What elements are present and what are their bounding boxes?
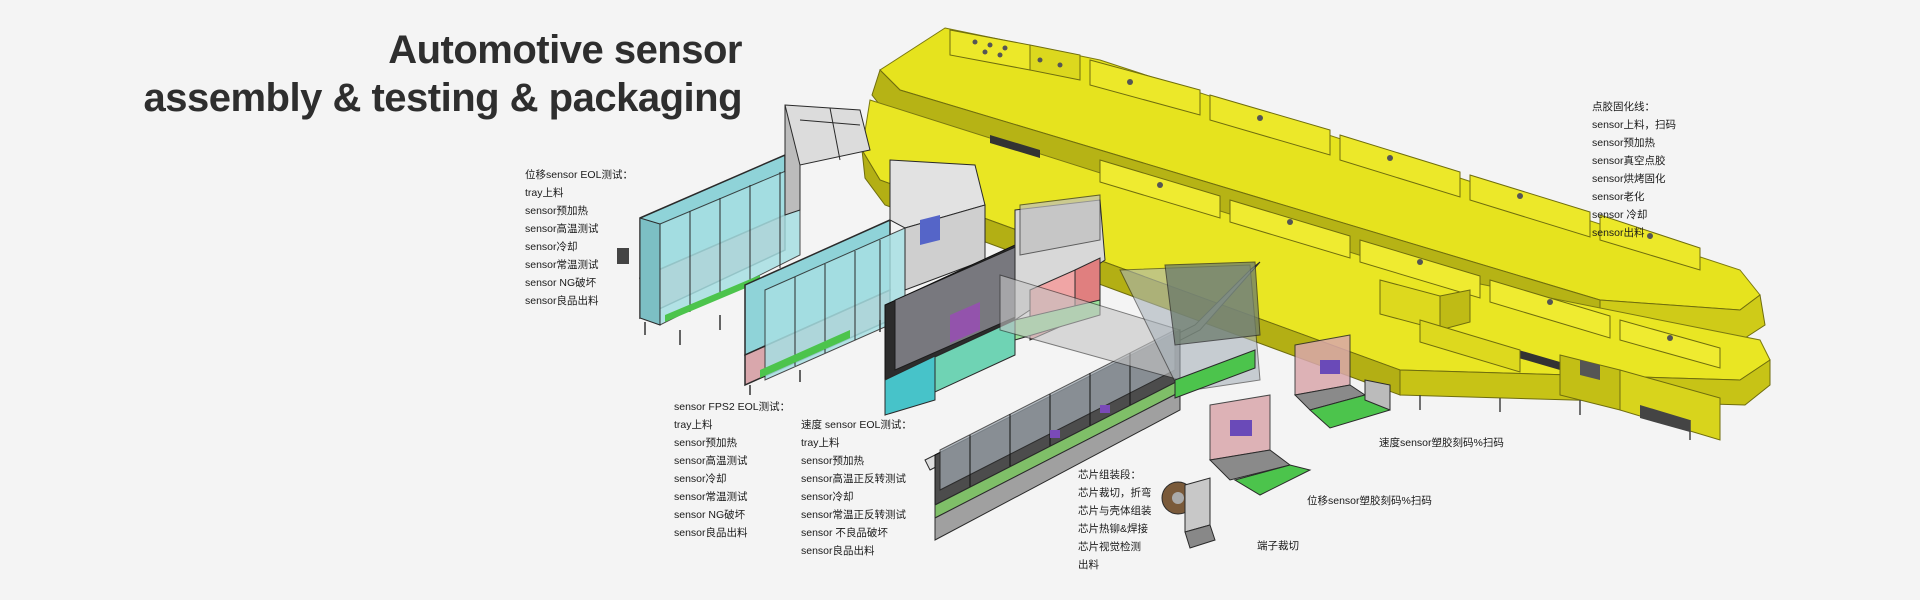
label-line: sensor 不良品破坏 bbox=[801, 527, 888, 539]
label-line: 芯片裁切，折弯 bbox=[1078, 487, 1152, 499]
label-line: sensor良品出料 bbox=[525, 295, 599, 307]
label-line: sensor高温测试 bbox=[525, 223, 599, 235]
label-line: 位移sensor塑胶刻码%扫码 bbox=[1307, 495, 1432, 507]
speed-laser-label: 速度sensor塑胶刻码%扫码 bbox=[1379, 434, 1504, 452]
label-line: 芯片组装段： bbox=[1078, 469, 1141, 481]
label-line: 出料 bbox=[1078, 559, 1099, 571]
label-line: 速度sensor塑胶刻码%扫码 bbox=[1379, 437, 1504, 449]
label-line: 芯片视觉检测 bbox=[1078, 541, 1141, 553]
label-line: sensor常温测试 bbox=[525, 259, 599, 271]
label-line: sensor FPS2 EOL测试： bbox=[674, 401, 791, 413]
speed-eol-label: 速度 sensor EOL测试： tray上料 sensor预加热 sensor… bbox=[801, 416, 912, 560]
label-line: tray上料 bbox=[525, 187, 564, 199]
fps2-eol-machine bbox=[744, 159, 986, 395]
label-line: sensor预加热 bbox=[1592, 137, 1656, 149]
label-line: 点胶固化线： bbox=[1592, 101, 1655, 113]
speed-laser-station bbox=[1293, 334, 1391, 429]
label-line: sensor冷却 bbox=[525, 241, 578, 253]
label-line: sensor冷却 bbox=[801, 491, 854, 503]
label-line: 芯片与壳体组装 bbox=[1078, 505, 1152, 517]
displacement-laser-label: 位移sensor塑胶刻码%扫码 bbox=[1307, 492, 1432, 510]
displacement-eol-machine bbox=[617, 104, 871, 345]
label-line: sensor良品出料 bbox=[674, 527, 748, 539]
label-line: sensor常温正反转测试 bbox=[801, 509, 907, 521]
displacement-eol-label: 位移sensor EOL测试： tray上料 sensor预加热 sensor高… bbox=[525, 166, 633, 310]
label-line: sensor高温测试 bbox=[674, 455, 748, 467]
label-line: sensor NG破坏 bbox=[674, 509, 746, 521]
label-line: sensor NG破坏 bbox=[525, 277, 597, 289]
label-line: sensor常温测试 bbox=[674, 491, 748, 503]
page-title: Automotive sensor assembly & testing & p… bbox=[143, 26, 742, 122]
label-line: 端子裁切 bbox=[1257, 540, 1299, 552]
label-line: 速度 sensor EOL测试： bbox=[801, 419, 912, 431]
title-line-2: assembly & testing & packaging bbox=[143, 76, 742, 120]
label-line: sensor出料 bbox=[1592, 227, 1645, 239]
terminal-cut-station bbox=[1161, 477, 1216, 549]
label-line: sensor预加热 bbox=[525, 205, 589, 217]
label-line: sensor 冷却 bbox=[1592, 209, 1648, 221]
label-line: sensor真空点胶 bbox=[1592, 155, 1666, 167]
chip-assembly-label: 芯片组装段： 芯片裁切，折弯 芯片与壳体组装 芯片热铆&焊接 芯片视觉检测 出料 bbox=[1078, 466, 1152, 574]
label-line: sensor预加热 bbox=[674, 437, 738, 449]
label-line: sensor烘烤固化 bbox=[1592, 173, 1666, 185]
label-line: sensor上料，扫码 bbox=[1592, 119, 1677, 131]
label-line: 芯片热铆&焊接 bbox=[1078, 523, 1149, 535]
label-line: sensor高温正反转测试 bbox=[801, 473, 907, 485]
glue-curing-label: 点胶固化线： sensor上料，扫码 sensor预加热 sensor真空点胶 … bbox=[1592, 98, 1676, 242]
terminal-cut-label: 端子裁切 bbox=[1257, 537, 1299, 555]
label-line: sensor预加热 bbox=[801, 455, 865, 467]
label-line: 位移sensor EOL测试： bbox=[525, 169, 633, 181]
fps2-eol-label: sensor FPS2 EOL测试： tray上料 sensor预加热 sens… bbox=[674, 398, 790, 542]
label-line: sensor良品出料 bbox=[801, 545, 875, 557]
label-line: tray上料 bbox=[674, 419, 713, 431]
title-line-1: Automotive sensor bbox=[388, 28, 742, 72]
label-line: tray上料 bbox=[801, 437, 840, 449]
chip-assembly-line bbox=[924, 261, 1261, 541]
yellow-side-units bbox=[1379, 279, 1521, 373]
label-line: sensor老化 bbox=[1592, 191, 1645, 203]
label-line: sensor冷却 bbox=[674, 473, 727, 485]
displacement-laser-station bbox=[1208, 394, 1312, 496]
